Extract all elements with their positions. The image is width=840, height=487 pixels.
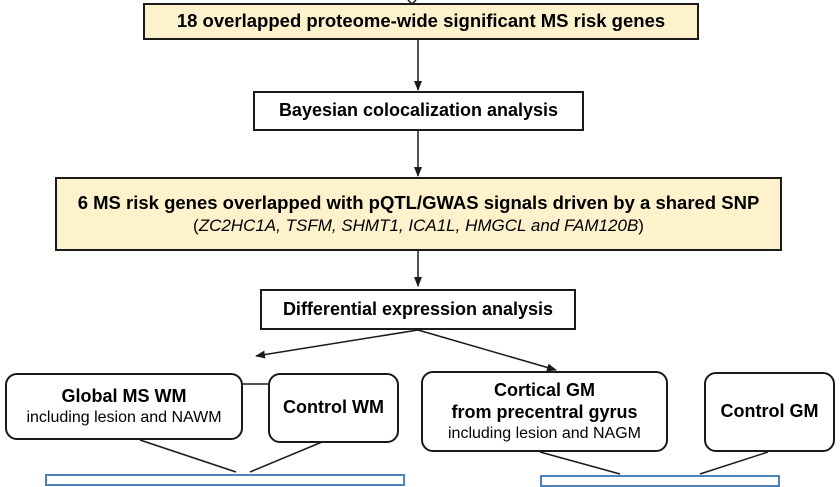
arrow-cortical-gm-down xyxy=(539,451,621,475)
six-genes-list: ZC2HC1A, TSFM, SHMT1, ICA1L, HMGCL and F… xyxy=(198,215,639,235)
six-genes-paren-close: ) xyxy=(638,215,644,235)
bayesian-colocalization-label: Bayesian colocalization analysis xyxy=(278,100,559,121)
overlapped-genes-box: 18 overlapped proteome-wide significant … xyxy=(143,3,699,40)
wm-result-box xyxy=(45,474,405,486)
six-genes-list-line: (ZC2HC1A, TSFM, SHMT1, ICA1L, HMGCL and … xyxy=(193,216,644,236)
cortical-gm-box: Cortical GM from precentral gyrus includ… xyxy=(421,371,668,452)
six-genes-paren-open: ( xyxy=(193,215,199,235)
control-wm-label: Control WM xyxy=(283,397,384,418)
arrow-control-gm-down xyxy=(699,451,769,475)
arrow-control-wm-down xyxy=(249,441,323,473)
control-gm-label: Control GM xyxy=(720,401,819,422)
cortical-gm-line1: Cortical GM xyxy=(493,380,595,401)
overlapped-genes-label: 18 overlapped proteome-wide significant … xyxy=(176,10,666,32)
six-genes-box: 6 MS risk genes overlapped with pQTL/GWA… xyxy=(55,177,782,251)
arrow-global-wm-down xyxy=(139,439,237,473)
bayesian-colocalization-box: Bayesian colocalization analysis xyxy=(253,91,584,131)
differential-expression-label: Differential expression analysis xyxy=(282,298,554,319)
global-ms-wm-title: Global MS WM xyxy=(61,386,187,407)
global-ms-wm-subtitle: including lesion and NAWM xyxy=(26,408,222,426)
cortical-gm-line2: from precentral gyrus xyxy=(451,401,638,422)
global-ms-wm-box: Global MS WM including lesion and NAWM xyxy=(5,373,243,440)
arrow-differential-to-wm-group xyxy=(255,329,419,359)
gm-result-box xyxy=(540,475,780,487)
cortical-gm-subtitle: including lesion and NAGM xyxy=(448,424,641,442)
control-gm-box: Control GM xyxy=(704,372,835,452)
control-wm-box: Control WM xyxy=(268,373,399,443)
six-genes-title: 6 MS risk genes overlapped with pQTL/GWA… xyxy=(77,191,760,213)
arrow-differential-to-gm-group xyxy=(417,329,557,372)
differential-expression-box: Differential expression analysis xyxy=(260,289,576,330)
